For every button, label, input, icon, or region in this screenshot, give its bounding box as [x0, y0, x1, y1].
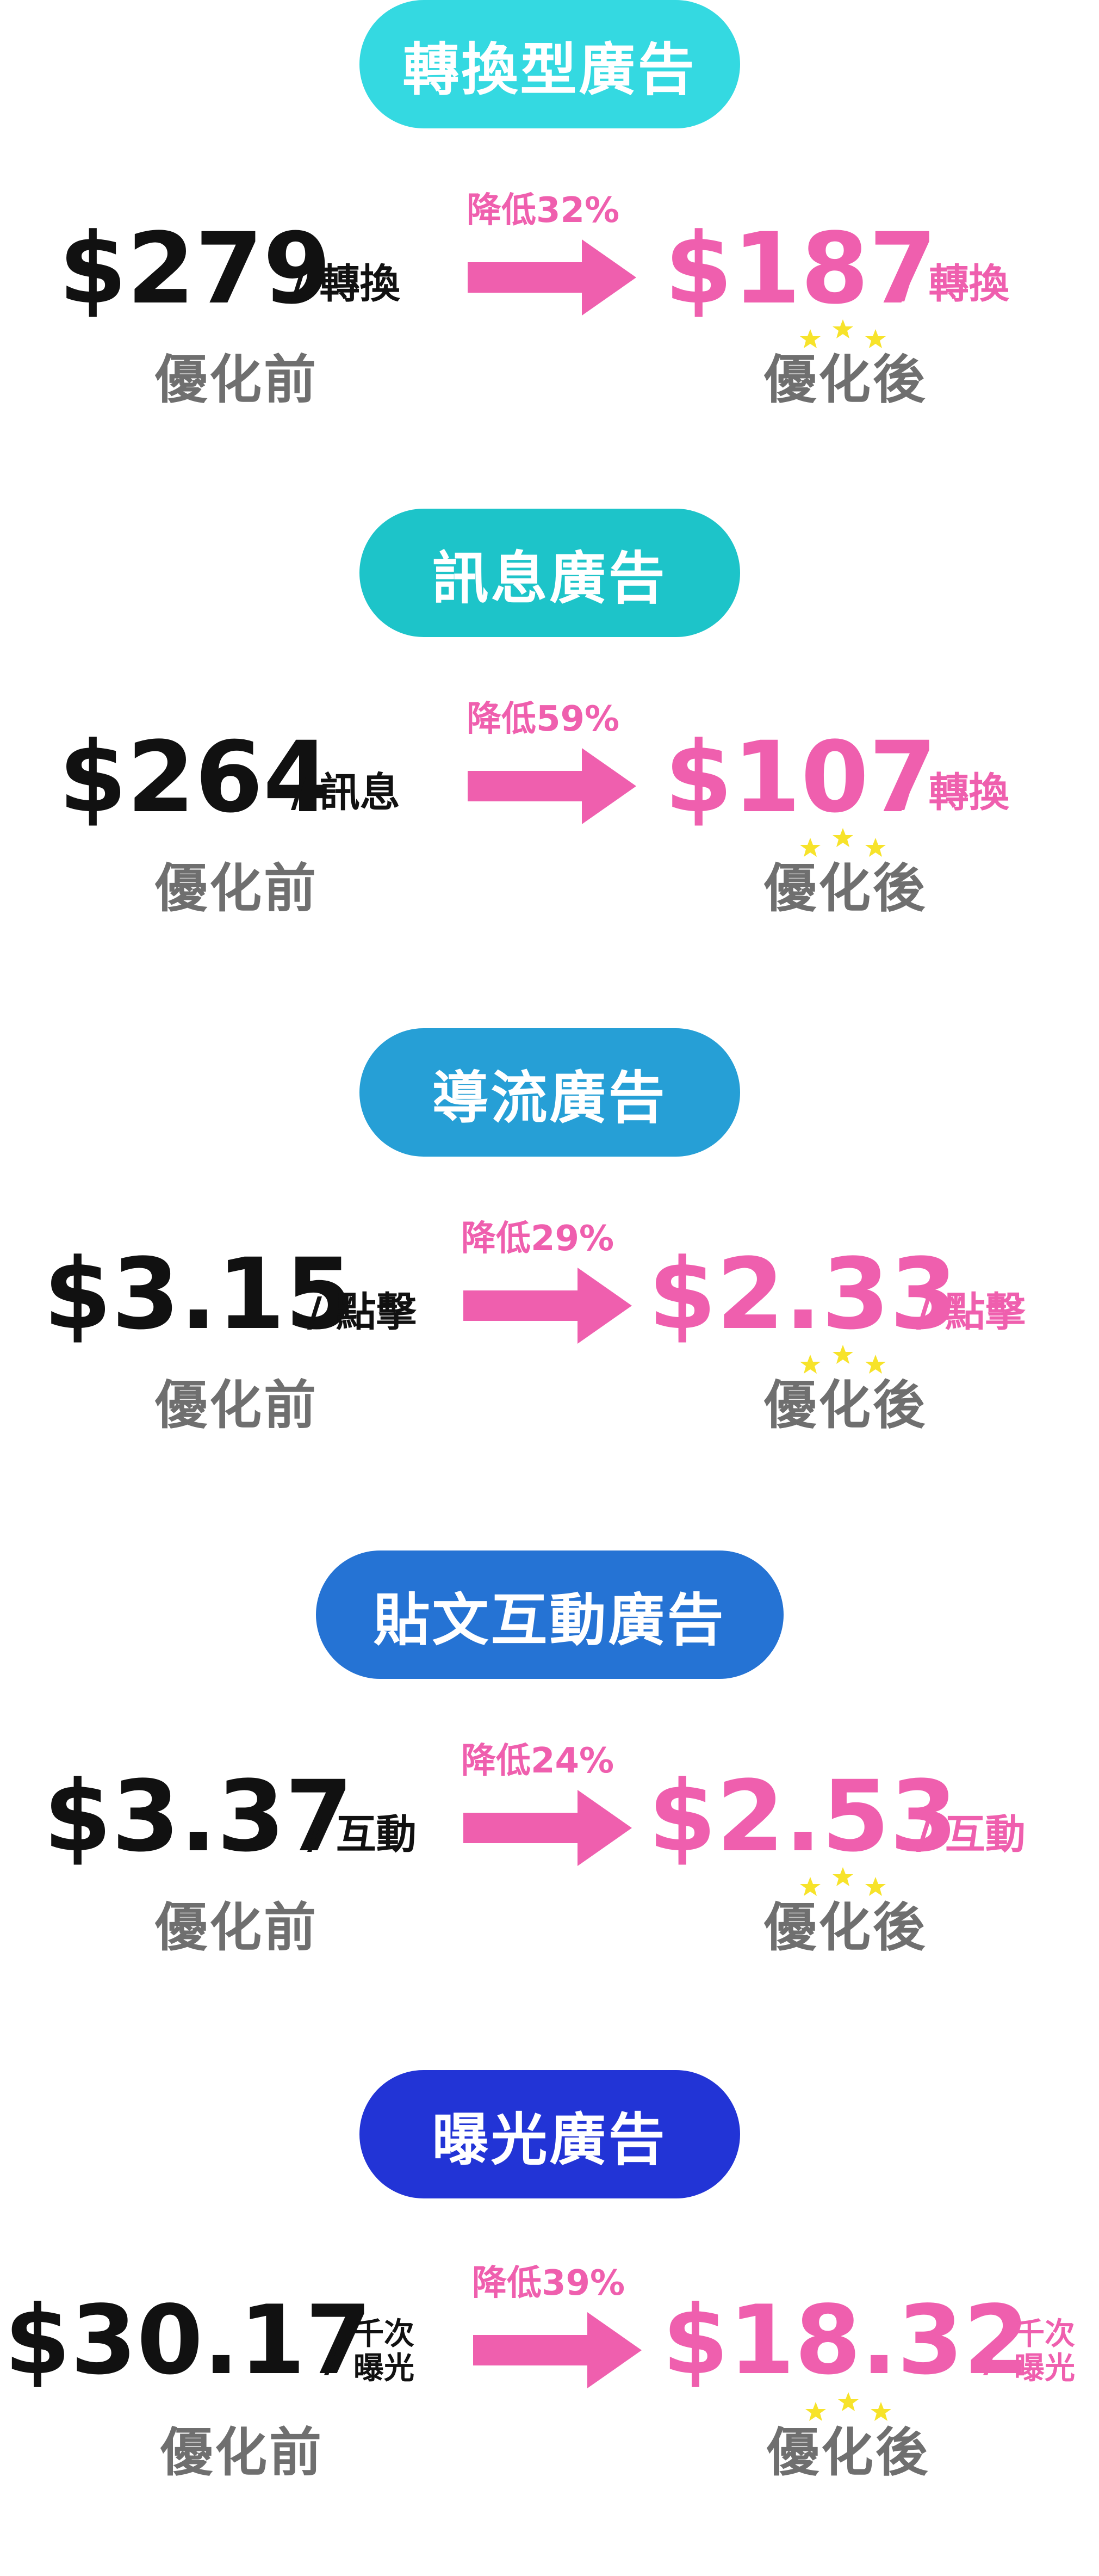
- section-traffic-ads: 導流廣告 $3.15 / 點擊 降低29% $2.33 / 點擊 優化前 優化後: [0, 1028, 1099, 1534]
- reduction-label: 降低39%: [472, 2263, 625, 2303]
- before-unit-line1: 千次: [353, 2316, 414, 2352]
- before-unit: / 互動: [307, 1811, 417, 1858]
- after-unit-slash: /: [983, 2334, 998, 2381]
- after-price: $187: [665, 212, 937, 326]
- after-label: 優化後: [764, 349, 927, 410]
- before-unit-stack: 千次 曝光: [353, 2316, 414, 2386]
- before-price: $279: [59, 212, 331, 326]
- before-label: 優化前: [155, 1897, 318, 1958]
- before-price-group: $3.37: [44, 1768, 353, 1866]
- reduction-label: 降低24%: [461, 1741, 614, 1781]
- after-unit: / 點擊: [916, 1289, 1026, 1336]
- after-unit-line1: 千次: [1014, 2316, 1075, 2352]
- before-label: 優化前: [160, 2422, 324, 2483]
- section-title-pill: 曝光廣告: [359, 2070, 740, 2198]
- reduction-label: 降低32%: [467, 190, 620, 231]
- after-unit-line2: 曝光: [1014, 2350, 1075, 2386]
- section-message-ads: 訊息廣告 $264 / 訊息 降低59% $107 / 轉換 優化前 優化後: [0, 509, 1099, 1015]
- after-unit: / 轉換: [900, 261, 1009, 307]
- stars-icon: [800, 1867, 886, 1896]
- after-unit: / 互動: [916, 1811, 1026, 1858]
- right-arrow-icon: [468, 239, 636, 316]
- right-arrow-icon: [473, 2312, 642, 2388]
- before-price-group: $279: [59, 220, 331, 318]
- after-unit: / 轉換: [900, 769, 1009, 816]
- section-engagement-ads: 貼文互動廣告 $3.37 / 互動 降低24% $2.53 / 互動 優化前 優…: [0, 1550, 1099, 2056]
- before-label: 優化前: [155, 349, 318, 410]
- before-unit: / 訊息: [291, 769, 400, 816]
- stars-icon: [800, 828, 886, 857]
- before-price: $264: [59, 721, 331, 835]
- right-arrow-icon: [463, 1268, 632, 1344]
- stars-icon: [800, 319, 886, 348]
- right-arrow-icon: [468, 748, 636, 824]
- section-title-pill: 導流廣告: [359, 1028, 740, 1157]
- reduction-label: 降低29%: [461, 1219, 614, 1259]
- before-price-group: $30.17: [4, 2293, 371, 2388]
- section-title-pill: 轉換型廣告: [359, 0, 740, 128]
- after-label: 優化後: [764, 1375, 927, 1436]
- after-price: $2.53: [648, 1760, 958, 1874]
- section-title-pill: 貼文互動廣告: [315, 1550, 784, 1679]
- before-label: 優化前: [155, 1375, 318, 1436]
- after-price: $18.32: [662, 2285, 1030, 2396]
- after-label: 優化後: [764, 1897, 927, 1958]
- before-price-group: $264: [59, 729, 331, 827]
- before-unit: / 點擊: [307, 1289, 417, 1336]
- section-impression-ads: 曝光廣告 $30.17 / 千次 曝光 降低39% $18.32 / 千次 曝光…: [0, 2070, 1099, 2576]
- before-unit: / 轉換: [291, 261, 400, 307]
- after-price: $2.33: [648, 1238, 958, 1351]
- right-arrow-icon: [463, 1790, 632, 1866]
- after-label: 優化後: [764, 858, 927, 919]
- reduction-label: 降低59%: [467, 699, 620, 739]
- stars-icon: [805, 2392, 891, 2421]
- after-unit-stack: 千次 曝光: [1014, 2316, 1075, 2386]
- stars-icon: [800, 1345, 886, 1374]
- before-price: $3.15: [44, 1238, 353, 1351]
- before-label: 優化前: [155, 858, 318, 919]
- before-unit-line2: 曝光: [353, 2350, 414, 2386]
- after-label: 優化後: [767, 2422, 930, 2483]
- section-conversion-ads: 轉換型廣告 $279 / 轉換 降低32% $187 / 轉換 優化前 優化後: [0, 0, 1099, 506]
- after-price: $107: [665, 721, 937, 835]
- before-price: $30.17: [4, 2285, 372, 2396]
- before-price-group: $3.15: [44, 1246, 353, 1344]
- before-unit-slash: /: [324, 2334, 339, 2381]
- before-price: $3.37: [44, 1760, 353, 1874]
- section-title-pill: 訊息廣告: [359, 509, 740, 637]
